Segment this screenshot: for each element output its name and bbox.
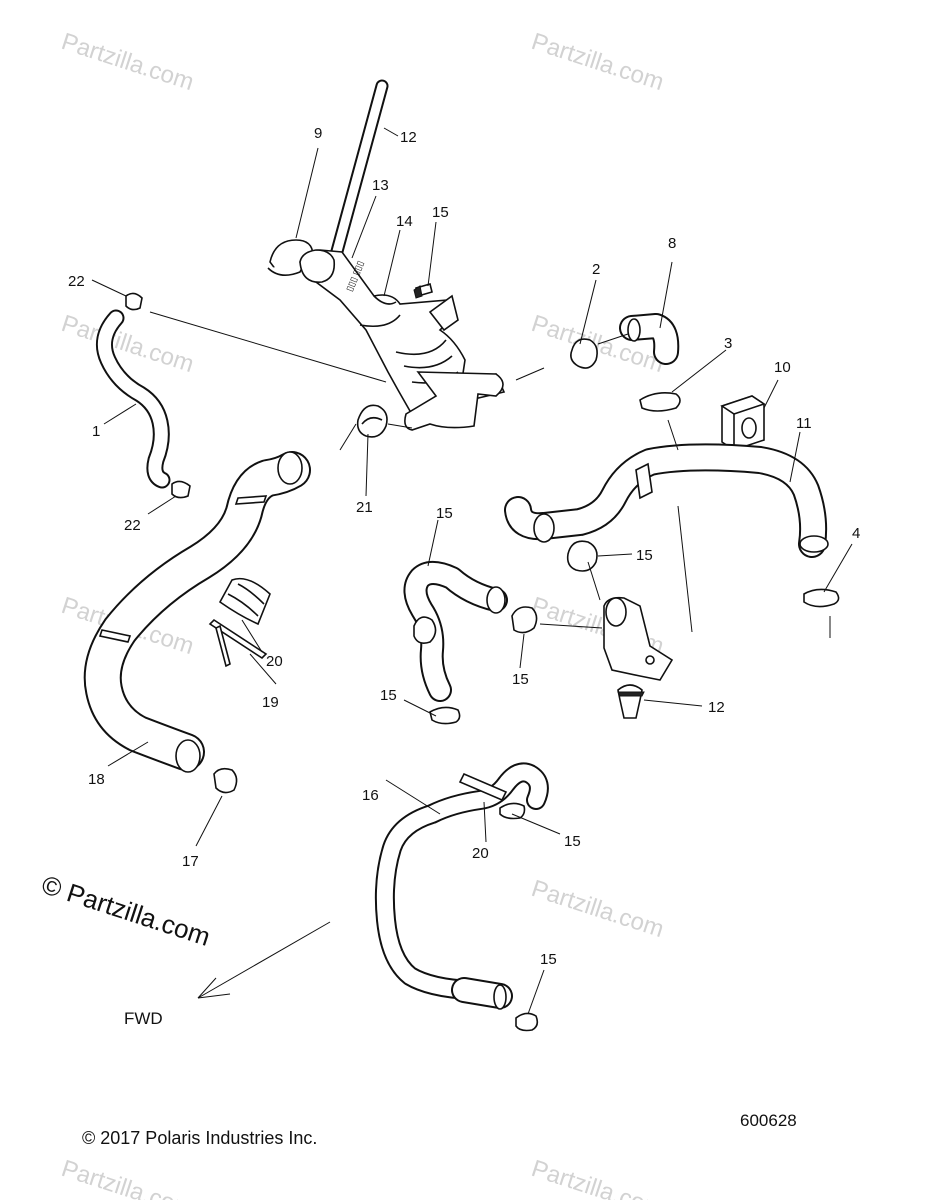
hose-clamp-part: [570, 338, 840, 608]
thermostat-part: [617, 684, 645, 719]
partzilla-watermark: © Partzilla.com: [38, 869, 214, 952]
callout-19: 19: [262, 694, 279, 711]
hose-clamp-part: [125, 292, 191, 499]
callout-17: 17: [182, 853, 199, 870]
diagram-number: 600628: [740, 1111, 797, 1130]
callout-2: 9: [314, 125, 322, 142]
callout-7: 4: [852, 525, 860, 542]
callout-21: 21: [356, 499, 373, 516]
callout-6: 15: [432, 204, 449, 221]
callout-7: 3: [724, 335, 732, 352]
coolant-hose-part: [504, 443, 829, 558]
watermark: Partzilla.com: [58, 1155, 197, 1200]
leader-lines: [91, 127, 853, 1015]
screw-part: [413, 283, 433, 299]
elbow-hose-part: [619, 313, 680, 365]
watermark: Partzilla.com: [528, 28, 667, 96]
vent-hose-part: [95, 309, 171, 489]
callout-8: 8: [668, 235, 676, 252]
watermark: Partzilla.com: [58, 28, 197, 96]
hose-sleeve-part: [218, 577, 271, 626]
callout-20: 20: [472, 845, 489, 862]
watermark: Partzilla.com: [528, 1155, 667, 1200]
callout-labels: 9 12 13 14 15 22 1 22 2 8 3 10 11 4 21 1…: [68, 125, 860, 968]
callout-9: 10: [774, 359, 791, 376]
callout-15: 15: [380, 687, 397, 704]
hose-clamp-part: [429, 706, 461, 725]
callout-18: 18: [88, 771, 105, 788]
callout-22: 22: [124, 517, 141, 534]
direction-label: FWD: [124, 1009, 163, 1028]
callout-14: 15: [436, 505, 453, 522]
callout-12: 15: [636, 547, 653, 564]
hose-clamp-part: [356, 404, 388, 438]
tie-strap-part: [208, 618, 268, 668]
hose-part: [403, 561, 508, 702]
callout-11: 12: [708, 699, 725, 716]
forward-direction-arrow: [197, 921, 331, 999]
callout-10: 11: [796, 415, 812, 432]
callout-3: 12: [400, 129, 417, 146]
copyright-text: © 2017 Polaris Industries Inc.: [82, 1128, 317, 1148]
watermark: Partzilla.com: [528, 875, 667, 943]
callout-15: 15: [564, 833, 581, 850]
foam-block-part: [720, 395, 766, 451]
callout-16: 16: [362, 787, 379, 804]
callout-22: 22: [68, 273, 85, 290]
hose-clamp-part: [511, 606, 538, 634]
callout-13: 15: [512, 671, 529, 688]
callout-5: 14: [396, 213, 413, 230]
filler-neck-assembly: ▯▯▯ ▯▯▯: [299, 249, 506, 431]
radiator-hose-part: [83, 451, 311, 773]
bottom-hose-part: [374, 762, 549, 1032]
callout-15: 15: [540, 951, 557, 968]
callout-20: 20: [266, 653, 283, 670]
hose-clamp-part: [213, 767, 238, 794]
callout-4: 13: [372, 177, 389, 194]
thermostat-housing-part: [603, 596, 674, 681]
hose-clamp-part: [566, 540, 598, 572]
callout-1: 1: [92, 423, 100, 440]
callout-7: 2: [592, 261, 600, 278]
overflow-tube-part: [329, 79, 389, 262]
